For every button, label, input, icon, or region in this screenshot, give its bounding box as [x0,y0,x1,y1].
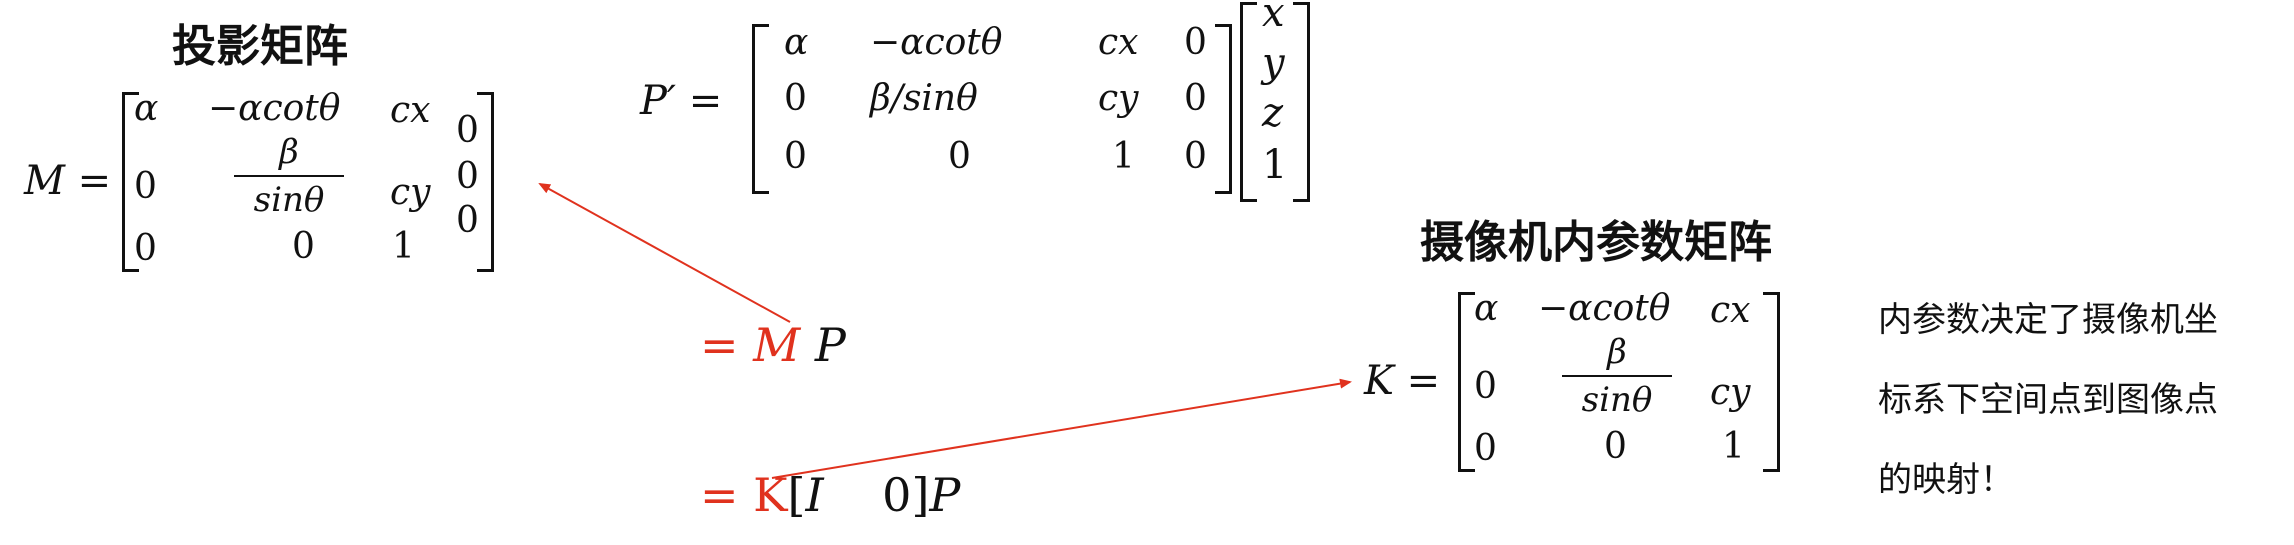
m-cell-r1c3: cx [390,90,431,131]
m-cell-r1c4: 0 [456,110,479,151]
m-cell-r2c3: cy [390,172,431,213]
arrow-k-to-matrix [771,378,1352,479]
k-cell-r3c3: 1 [1722,426,1745,467]
k-cell-r1c2: −αcotθ [1538,288,1671,329]
m-cell-r3c4: 0 [456,200,479,241]
vector-y: y [1262,40,1285,86]
intrinsic-matrix-heading: 摄像机内参数矩阵 [1420,217,1772,268]
point-vector: x y z 1 [1240,0,1310,202]
note-line-2: 标系下空间点到图像点 [1878,380,2218,420]
p-matrix: α −αcotθ cx 0 0 β/sinθ cy 0 0 0 1 0 [752,22,1232,194]
vector-z: z [1262,90,1284,136]
m-cell-r2c1: 0 [134,166,157,207]
p-left-bracket [752,24,769,194]
p-cell-r1c3: cx [1098,22,1139,63]
m-left-bracket [122,92,139,272]
m-matrix-lhs: M = [24,158,112,204]
p-cell-r1c1: α [784,22,809,63]
k-cell-r2c2-fraction: β sinθ [1562,332,1672,420]
vector-left-bracket [1240,2,1257,202]
m-matrix: α −αcotθ cx 0 0 β sinθ cy 0 0 0 0 1 [122,88,494,272]
k-matrix-lhs: K = [1364,358,1441,404]
p-cell-r3c1: 0 [784,136,807,177]
k-cell-r3c1: 0 [1474,428,1497,469]
k-cell-r2c1: 0 [1474,366,1497,407]
p-cell-r2c1: 0 [784,78,807,119]
p-cell-r3c3: 1 [1112,136,1135,177]
equation-p-symbol: P [814,318,846,372]
k-cell-r2c3: cy [1710,372,1751,413]
p-cell-r3c4: 0 [1184,136,1207,177]
m-cell-r2c2-fraction: β sinθ [234,132,344,220]
k-cell-r1c3: cx [1710,290,1751,331]
k-left-bracket [1458,292,1475,472]
p-right-bracket [1215,24,1232,194]
projection-matrix-heading: 投影矩阵 [172,21,348,72]
k-cell-r3c2: 0 [1604,426,1627,467]
equation-m-symbol: M [753,318,801,372]
m-cell-r3c3: 1 [392,226,415,267]
m-cell-r1c1: α [134,88,159,129]
p-prime-lhs: P′ = [640,78,723,124]
k-matrix: α −αcotθ cx 0 β sinθ cy 0 0 1 [1458,288,1780,472]
vector-right-bracket [1293,2,1310,202]
vector-one: 1 [1262,142,1288,188]
p-cell-r1c4: 0 [1184,22,1207,63]
arrow-m-to-matrix [538,183,791,323]
m-right-bracket [477,92,494,272]
m-cell-r1c2: −αcotθ [208,88,341,129]
k-cell-r1c1: α [1474,288,1499,329]
note-line-3: 的映射！ [1878,460,2014,500]
m-cell-r2c4: 0 [456,156,479,197]
p-cell-r2c2: β/sinθ [870,78,978,119]
vector-x: x [1262,0,1285,36]
m-cell-r3c1: 0 [134,228,157,269]
k-right-bracket [1763,292,1780,472]
equation-mp: = M P [700,318,846,372]
p-cell-r2c4: 0 [1184,78,1207,119]
p-cell-r1c2: −αcotθ [870,22,1003,63]
m-cell-r3c2: 0 [292,226,315,267]
note-line-1: 内参数决定了摄像机坐 [1878,300,2218,340]
p-cell-r3c2: 0 [948,136,971,177]
p-cell-r2c3: cy [1098,78,1139,119]
